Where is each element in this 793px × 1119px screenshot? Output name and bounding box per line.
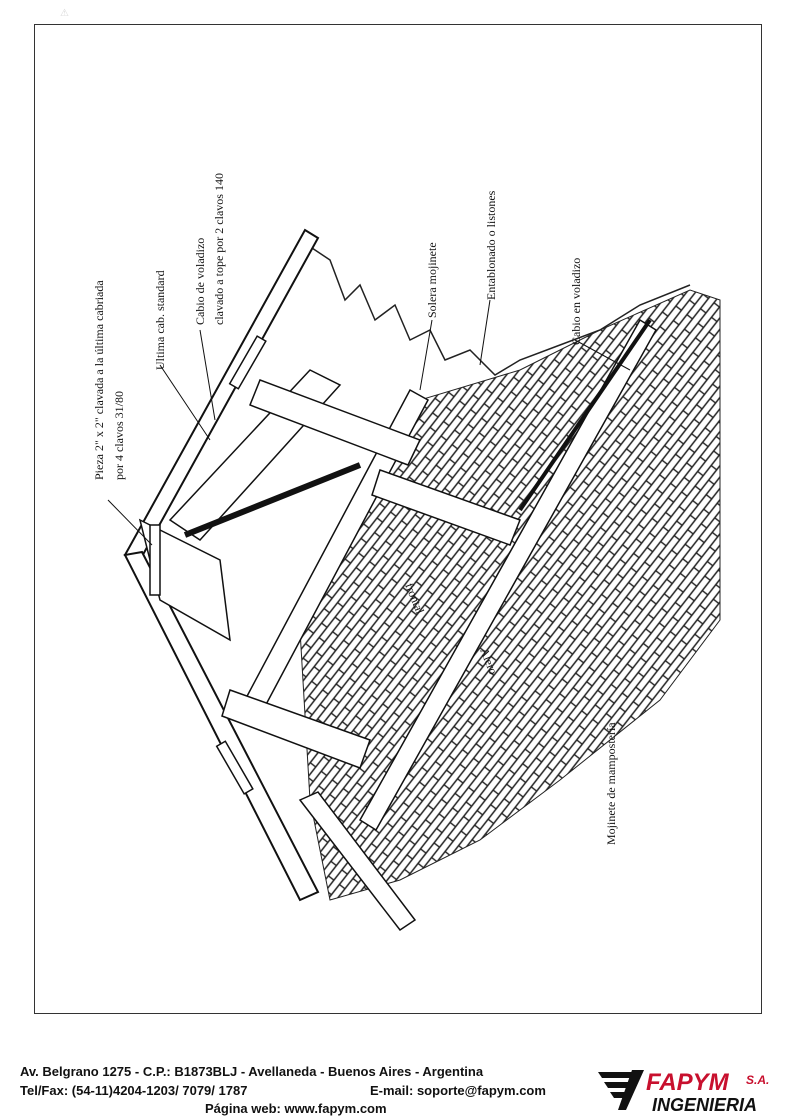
metal-plate-2 bbox=[228, 335, 267, 390]
label-ultima: Ultima cab. standard bbox=[153, 270, 167, 370]
board-3 bbox=[221, 689, 371, 769]
label-pieza: Pieza 2" x 2" clavada a la última cabria… bbox=[92, 280, 106, 480]
masonry-edge bbox=[299, 239, 691, 376]
label-entablonado: Entablonado o listones bbox=[484, 190, 498, 300]
label-solera: Solera mojinete bbox=[425, 242, 439, 318]
label-clavado: clavado a tope por 2 clavos 140 bbox=[212, 173, 226, 325]
board-2 bbox=[371, 469, 521, 546]
cross-beam bbox=[298, 791, 417, 932]
board-1 bbox=[249, 379, 422, 466]
cabio-en-voladizo bbox=[358, 318, 658, 832]
svg-text:INGENIERIA: INGENIERIA bbox=[652, 1095, 757, 1115]
label-cabio-en-voladizo: Cabio en voladizo bbox=[569, 258, 583, 345]
label-mojinete: Mojinete de mampostería bbox=[604, 722, 618, 845]
svg-text:FAPYM: FAPYM bbox=[646, 1069, 730, 1096]
footer-address: Av. Belgrano 1275 - C.P.: B1873BLJ - Ave… bbox=[20, 1064, 484, 1079]
label-cabio-voladizo: Cabio de voladizo bbox=[193, 238, 207, 325]
masonry-wall bbox=[299, 289, 721, 901]
footer-email[interactable]: E-mail: soporte@fapym.com bbox=[370, 1083, 546, 1098]
watermark: ⚠ bbox=[60, 8, 69, 19]
metal-plate-3 bbox=[215, 740, 254, 795]
fapym-logo: FAPYM S.A. INGENIERIA bbox=[598, 1069, 769, 1115]
footer-telfax: Tel/Fax: (54-11)4204-1203/ 7079/ 1787 bbox=[20, 1083, 248, 1098]
label-pieza-2: por 4 clavos 31/80 bbox=[112, 391, 126, 480]
metal-plate-1 bbox=[149, 524, 161, 596]
dark-strut bbox=[183, 462, 362, 538]
svg-text:S.A.: S.A. bbox=[746, 1073, 769, 1087]
footer-web[interactable]: Página web: www.fapym.com bbox=[205, 1101, 387, 1116]
